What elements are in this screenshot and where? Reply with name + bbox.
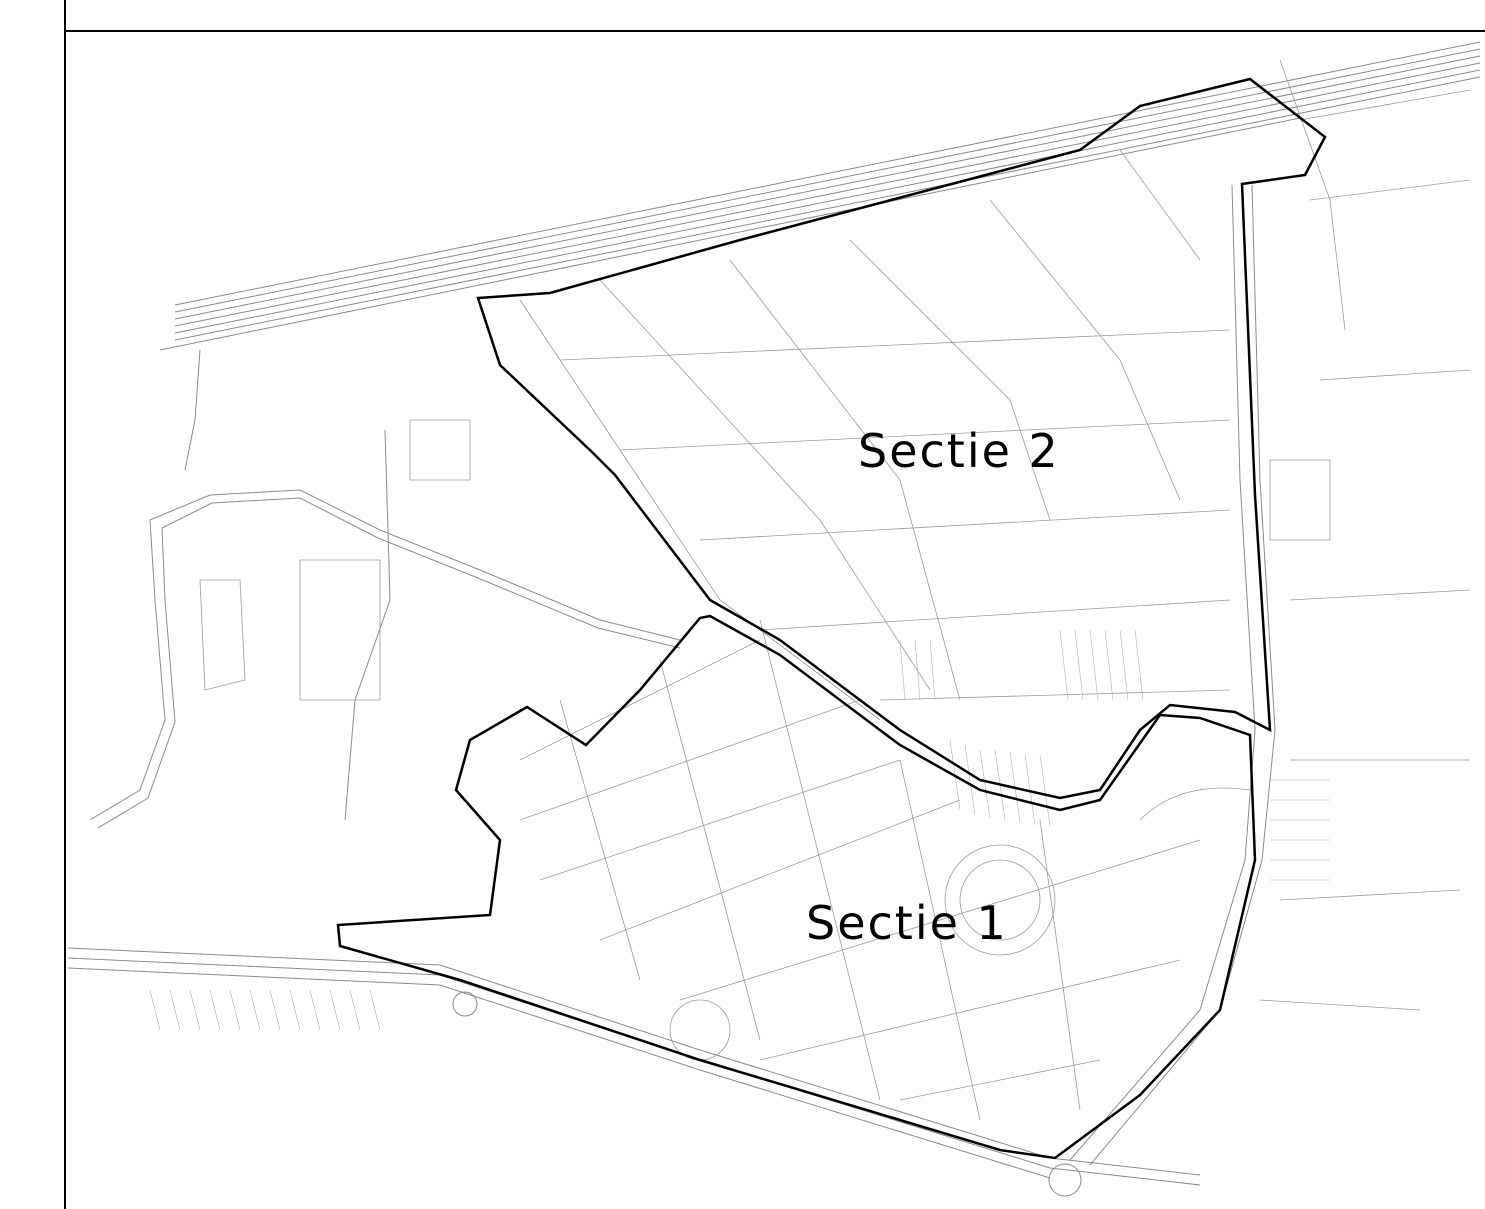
section-1-label: Sectie 1	[806, 896, 1008, 950]
parcel-hatching	[149, 629, 1330, 1031]
section-1-boundary	[336, 614, 1257, 1160]
section-2-label: Sectie 2	[858, 424, 1060, 478]
southern-road	[67, 947, 1201, 1197]
railway-lines	[159, 41, 1481, 351]
street-grid	[199, 59, 1471, 1121]
eastern-road	[1069, 184, 1276, 1166]
section-2-boundary	[476, 77, 1327, 800]
canal-lines	[89, 349, 681, 829]
map-frame-lines	[64, 0, 1485, 1209]
